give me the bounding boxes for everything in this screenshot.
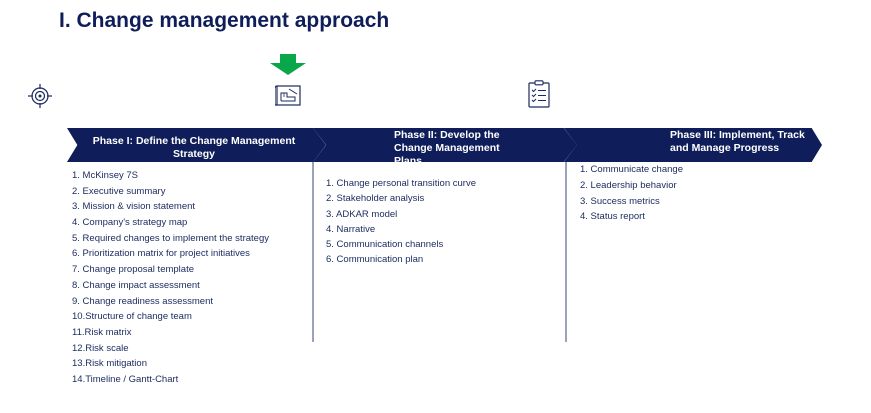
down-arrow-icon	[269, 54, 307, 81]
list-item: 11.Risk matrix	[72, 326, 132, 338]
list-item: 5. Communication channels	[326, 239, 444, 251]
list-item: 5. Required changes to implement the str…	[72, 232, 269, 244]
list-item: 4. Company's strategy map	[72, 217, 188, 229]
clipboard-checklist-icon	[527, 80, 551, 113]
list-item: 7. Change proposal template	[72, 264, 194, 276]
list-item: 3. Success metrics	[580, 195, 660, 207]
list-item: 2. Executive summary	[72, 185, 166, 197]
blueprint-icon	[274, 83, 302, 112]
phase-2-label: Phase II: Develop the Change Management …	[394, 129, 500, 162]
list-item: 9. Change readiness assessment	[72, 295, 213, 307]
phase-2-chevron: Phase II: Develop the Change Management …	[313, 128, 577, 162]
list-item: 10.Structure of change team	[72, 311, 192, 323]
target-icon	[28, 84, 52, 113]
list-item: 6. Prioritization matrix for project ini…	[72, 248, 250, 260]
list-item: 4. Narrative	[326, 223, 376, 235]
list-item: 4. Status report	[580, 211, 645, 222]
list-item: 2. Leadership behavior	[580, 180, 677, 191]
list-item: 6. Communication plan	[326, 254, 424, 266]
list-item: 2. Stakeholder analysis	[326, 193, 425, 205]
phase-2-list: 1. Change personal transition curve 2. S…	[326, 178, 476, 270]
list-item: 1. Communicate change	[580, 164, 683, 175]
list-item: 3. Mission & vision statement	[72, 201, 196, 213]
phase-1-list: 1. McKinsey 7S 2. Executive summary 3. M…	[72, 170, 269, 390]
phase-divider	[565, 162, 567, 342]
list-item: 1. McKinsey 7S	[72, 170, 138, 181]
page-title: I. Change management approach	[59, 9, 390, 32]
phase-1-label: Phase I: Define the Change Management St…	[92, 135, 296, 160]
list-item: 8. Change impact assessment	[72, 279, 200, 291]
phase-1-chevron: Phase I: Define the Change Management St…	[67, 128, 326, 162]
phase-3-list: 1. Communicate change 2. Leadership beha…	[580, 164, 683, 227]
list-item: 14.Timeline / Gantt-Chart	[72, 373, 179, 385]
phase-3-chevron: Phase III: Implement, Track and Manage P…	[564, 128, 822, 162]
list-item: 3. ADKAR model	[326, 208, 398, 220]
list-item: 13.Risk mitigation	[72, 358, 147, 370]
phase-3-label: Phase III: Implement, Track and Manage P…	[670, 129, 805, 154]
phase-divider	[312, 162, 314, 342]
list-item: 12.Risk scale	[72, 342, 129, 354]
list-item: 1. Change personal transition curve	[326, 178, 476, 189]
